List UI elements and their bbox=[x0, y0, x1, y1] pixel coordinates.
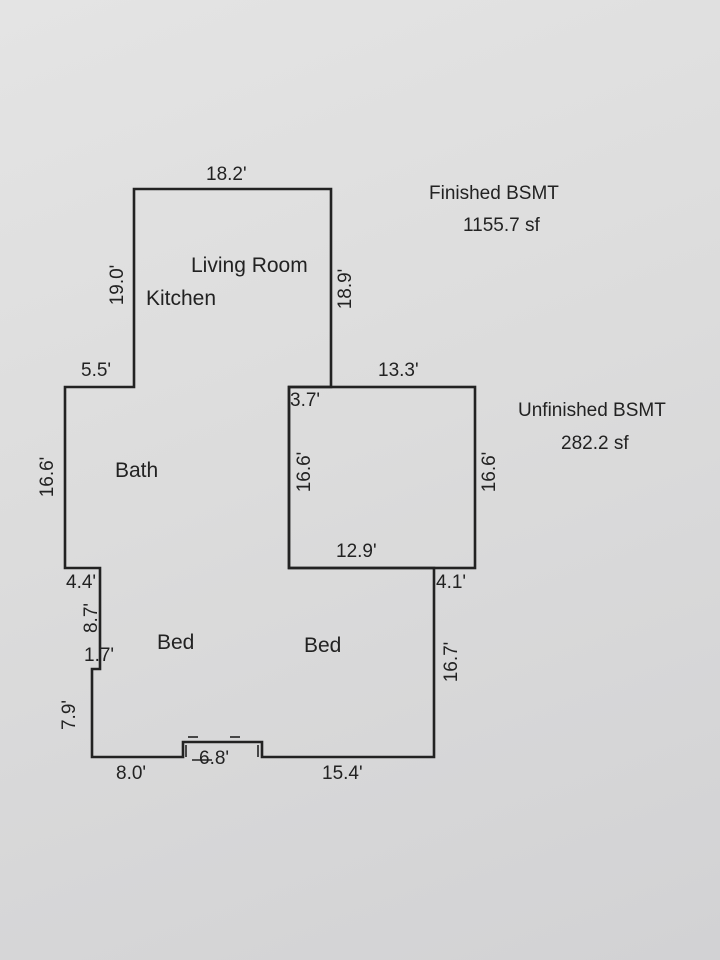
room-bed-right: Bed bbox=[304, 634, 341, 657]
dim-unfinished-bottom: 12.9' bbox=[336, 541, 377, 562]
dim-right-lower-step: 4.1' bbox=[436, 572, 466, 593]
dim-left-mid: 16.6' bbox=[37, 457, 58, 498]
room-bed-left: Bed bbox=[157, 631, 194, 654]
dim-left-lower-a: 8.7' bbox=[81, 603, 102, 633]
dim-bottom-left: 8.0' bbox=[116, 763, 146, 784]
dim-right-lower: 16.7' bbox=[441, 642, 462, 683]
dim-unfinished-notch: 3.7' bbox=[290, 390, 320, 411]
dim-unfinished-left: 16.6' bbox=[294, 452, 315, 493]
dim-door: 6.8' bbox=[199, 748, 229, 769]
finished-area-value: 1155.7 sf bbox=[463, 215, 540, 236]
dim-step-left: 5.5' bbox=[81, 360, 111, 381]
room-kitchen: Kitchen bbox=[146, 287, 216, 310]
unfinished-area-value: 282.2 sf bbox=[561, 433, 629, 454]
dim-top: 18.2' bbox=[206, 164, 247, 185]
door-symbol bbox=[185, 736, 259, 761]
dim-right-upper: 18.9' bbox=[335, 269, 356, 310]
unfinished-area-title: Unfinished BSMT bbox=[518, 400, 666, 421]
dim-unfinished-top: 13.3' bbox=[378, 360, 419, 381]
dim-left-upper: 19.0' bbox=[107, 265, 128, 306]
room-living-room: Living Room bbox=[191, 254, 308, 277]
dim-bottom-right: 15.4' bbox=[322, 763, 363, 784]
dim-step-mid: 4.4' bbox=[66, 572, 96, 593]
dim-unfinished-right: 16.6' bbox=[479, 452, 500, 493]
dim-left-lower-b: 1.7' bbox=[84, 645, 114, 666]
unfinished-outline bbox=[287, 385, 477, 570]
finished-area-title: Finished BSMT bbox=[429, 183, 559, 204]
room-bath: Bath bbox=[115, 459, 158, 482]
dim-left-bottom: 7.9' bbox=[59, 700, 80, 730]
